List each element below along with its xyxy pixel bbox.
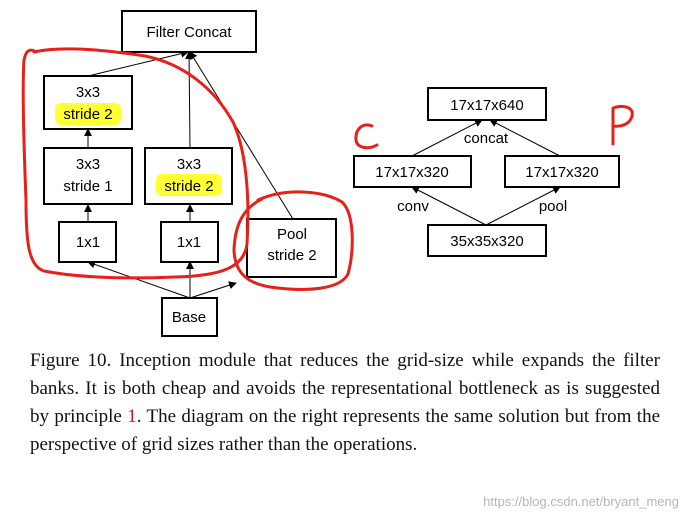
watermark: https://blog.csdn.net/bryant_meng <box>483 494 679 509</box>
red-letter-c <box>354 123 379 150</box>
base-box <box>161 297 218 337</box>
stride-highlights <box>55 103 222 196</box>
branch-b-top-line1: 3x3 <box>177 156 201 173</box>
grid-base-label: 35x35x320 <box>450 233 523 250</box>
branch-a-mid-line2: stride 1 <box>63 178 112 195</box>
grid-17x17x640-box <box>427 87 547 121</box>
figure-caption: Figure 10. Inception module that reduces… <box>30 347 660 459</box>
branch-a-conv1x1-box <box>58 221 117 263</box>
pool-edge-label: pool <box>539 198 567 215</box>
branch-b-conv1x1-box <box>160 221 219 263</box>
caption-text-after: . The diagram on the right represents th… <box>30 406 660 455</box>
red-circle-pool <box>232 190 354 291</box>
caption-text-before: Figure 10. Inception module that reduces… <box>30 350 660 427</box>
conv-label: conv <box>397 198 429 215</box>
highlight-b <box>156 174 222 196</box>
grid-35x35x320-box <box>427 224 547 257</box>
base-label: Base <box>172 309 206 326</box>
highlight-a <box>55 103 121 125</box>
grid-left-label: 17x17x320 <box>375 164 448 181</box>
left-arrows <box>84 49 294 299</box>
grid-right-17x17x320-box <box>504 155 620 188</box>
branch-a-bottom-label: 1x1 <box>76 234 100 251</box>
red-letter-p <box>611 104 634 146</box>
grid-left-17x17x320-box <box>353 155 472 188</box>
pool-line1: Pool <box>277 226 307 243</box>
branch-a-top-line2: stride 2 <box>63 106 112 123</box>
grid-top-label: 17x17x640 <box>450 97 523 114</box>
filter-concat-box <box>121 10 257 53</box>
branch-b-bottom-label: 1x1 <box>177 234 201 251</box>
branch-b-top-line2: stride 2 <box>164 178 213 195</box>
branch-a-conv3x3-s1-box <box>43 147 133 205</box>
red-circle-conv-branches <box>21 47 250 280</box>
branch-a-top-line1: 3x3 <box>76 84 100 101</box>
right-arrows <box>411 119 561 226</box>
pool-line2: stride 2 <box>267 247 316 264</box>
concat-label: concat <box>464 130 509 147</box>
pool-box <box>246 218 337 278</box>
principle-reference-link[interactable]: 1 <box>127 406 137 427</box>
branch-a-mid-line1: 3x3 <box>76 156 100 173</box>
filter-concat-label: Filter Concat <box>146 24 232 41</box>
grid-right-label: 17x17x320 <box>525 164 598 181</box>
